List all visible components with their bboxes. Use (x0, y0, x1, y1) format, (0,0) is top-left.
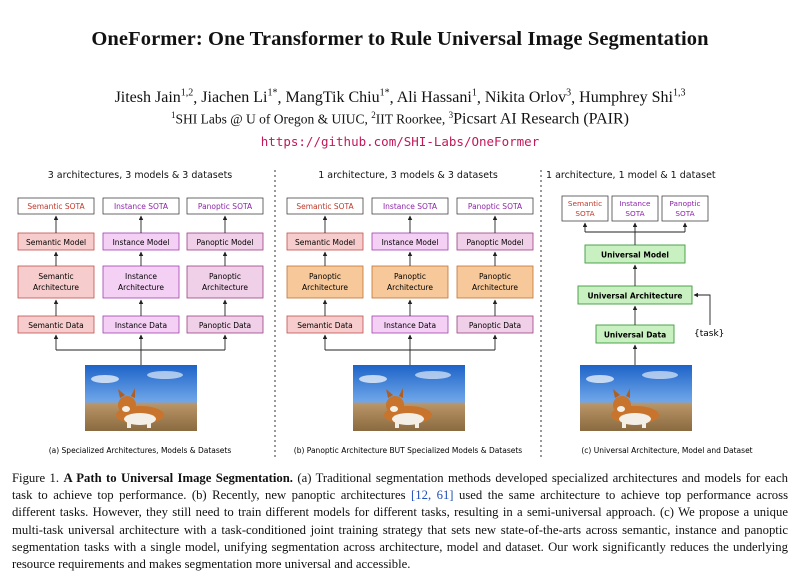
caption-text: (a) Traditional segmentation methods dev… (12, 471, 788, 503)
semantic-data: Semantic Data (297, 321, 352, 330)
panel-a-heading: 3 architectures, 3 models & 3 datasets (48, 170, 233, 181)
corgi-image (353, 365, 465, 431)
universal-model: Universal Model (601, 251, 669, 260)
panel-b-label: (b) Panoptic Architecture BUT Specialize… (294, 446, 523, 455)
panel-a: 3 architectures, 3 models & 3 datasets S… (17, 170, 264, 455)
semantic-data: Semantic Data (28, 321, 83, 330)
panel-a-label: (a) Specialized Architectures, Models & … (49, 446, 232, 455)
panoptic-architecture: Panoptic (479, 272, 511, 281)
panel-b: 1 architecture, 3 models & 3 datasets Se… (286, 170, 534, 455)
figure-caption: Figure 1. A Path to Universal Image Segm… (12, 470, 788, 573)
panoptic-sota: Panoptic SOTA (198, 202, 253, 211)
author: Jitesh Jain1,2 (114, 88, 194, 107)
task-token: {task} (694, 329, 724, 339)
instance-model: Instance Model (113, 238, 170, 247)
instance-sota: Instance SOTA (383, 202, 438, 211)
github-link[interactable]: https://github.com/SHI-Labs/OneFormer (260, 134, 540, 149)
semantic-model: Semantic Model (295, 238, 355, 247)
panel-c-heading: 1 architecture, 1 model & 1 dataset (546, 170, 716, 181)
author-list: Jitesh Jain1,2, Jiachen Li1*, MangTik Ch… (114, 88, 686, 107)
architecture-label: Architecture (302, 283, 348, 292)
panoptic-architecture: Panoptic (309, 272, 341, 281)
instance-architecture: Instance (125, 272, 157, 281)
panoptic-model: Panoptic Model (467, 238, 524, 247)
architecture-label: Architecture (33, 283, 79, 292)
sota-label: SOTA (675, 209, 694, 218)
panoptic-model: Panoptic Model (197, 238, 254, 247)
instance-model: Instance Model (382, 238, 439, 247)
caption-title: A Path to Universal Image Segmentation. (63, 471, 293, 485)
semantic-model: Semantic Model (26, 238, 86, 247)
instance-sota: Instance (619, 199, 651, 208)
caption-text: used the same architecture to achieve to… (12, 488, 789, 572)
author: Humphrey Shi1,3 (579, 88, 686, 107)
panel-c: 1 architecture, 1 model & 1 dataset Sema… (546, 170, 753, 455)
panel-c-label: (c) Universal Architecture, Model and Da… (581, 446, 752, 455)
citation-link[interactable]: [12, 61] (411, 488, 454, 503)
panoptic-architecture: Panoptic (394, 272, 426, 281)
instance-data: Instance Data (384, 321, 436, 330)
panoptic-sota: Panoptic (669, 199, 700, 208)
author: MangTik Chiu1* (285, 88, 390, 107)
panoptic-sota: Panoptic SOTA (468, 202, 523, 211)
semantic-sota: Semantic SOTA (27, 202, 85, 211)
universal-architecture: Universal Architecture (587, 292, 682, 301)
panoptic-data: Panoptic Data (199, 321, 251, 330)
caption-label: Figure 1. (12, 471, 60, 485)
instance-sota: Instance SOTA (114, 202, 169, 211)
author: Nikita Orlov3 (484, 88, 572, 107)
sota-label: SOTA (625, 209, 644, 218)
corgi-image (85, 365, 197, 431)
instance-data: Instance Data (115, 321, 167, 330)
author: Ali Hassani1 (396, 88, 477, 107)
semantic-sota: Semantic (568, 199, 602, 208)
figure-1: 3 architectures, 3 models & 3 datasets S… (17, 170, 753, 460)
architecture-label: Architecture (202, 283, 248, 292)
architecture-label: Architecture (472, 283, 518, 292)
panoptic-data: Panoptic Data (469, 321, 521, 330)
panel-b-heading: 1 architecture, 3 models & 3 datasets (318, 170, 498, 181)
architecture-label: Architecture (387, 283, 433, 292)
semantic-architecture: Semantic (38, 272, 73, 281)
paper-title: OneFormer: One Transformer to Rule Unive… (91, 28, 709, 50)
affiliations: 1SHI Labs @ U of Oregon & UIUC, 2IIT Roo… (171, 110, 629, 128)
sota-label: SOTA (575, 209, 594, 218)
corgi-image (580, 365, 692, 431)
semantic-sota: Semantic SOTA (296, 202, 354, 211)
architecture-label: Architecture (118, 283, 164, 292)
author: Jiachen Li1* (201, 88, 278, 107)
universal-data: Universal Data (604, 331, 666, 340)
panoptic-architecture: Panoptic (209, 272, 241, 281)
